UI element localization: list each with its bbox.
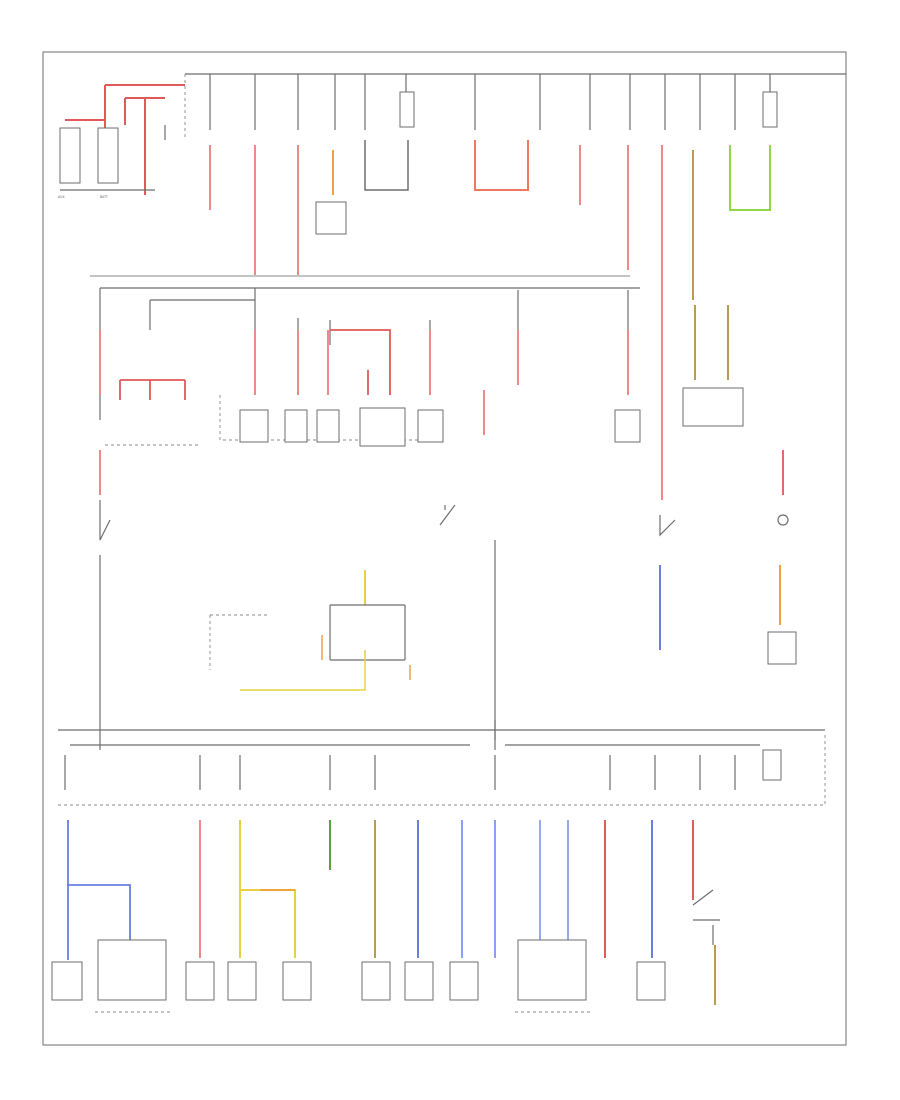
- battery-section: AUX BATT: [58, 73, 846, 199]
- battery-aux-box: [59, 127, 81, 184]
- top-fuse-row: [209, 74, 778, 130]
- battery-box: [97, 127, 119, 184]
- top-colored-wires: [209, 140, 771, 500]
- bottom-colored-wires: [67, 820, 720, 1005]
- svg-text:BATT: BATT: [100, 195, 108, 199]
- svg-text:AUX: AUX: [58, 195, 66, 199]
- ignition-switches: [99, 500, 797, 740]
- middle-components: [105, 387, 744, 447]
- red-battery-cable: [65, 84, 185, 195]
- middle-colored-wires: [99, 305, 784, 495]
- bottom-components: [51, 939, 666, 1013]
- busbar-lower: [58, 720, 826, 806]
- diagram-frame: [42, 51, 847, 1046]
